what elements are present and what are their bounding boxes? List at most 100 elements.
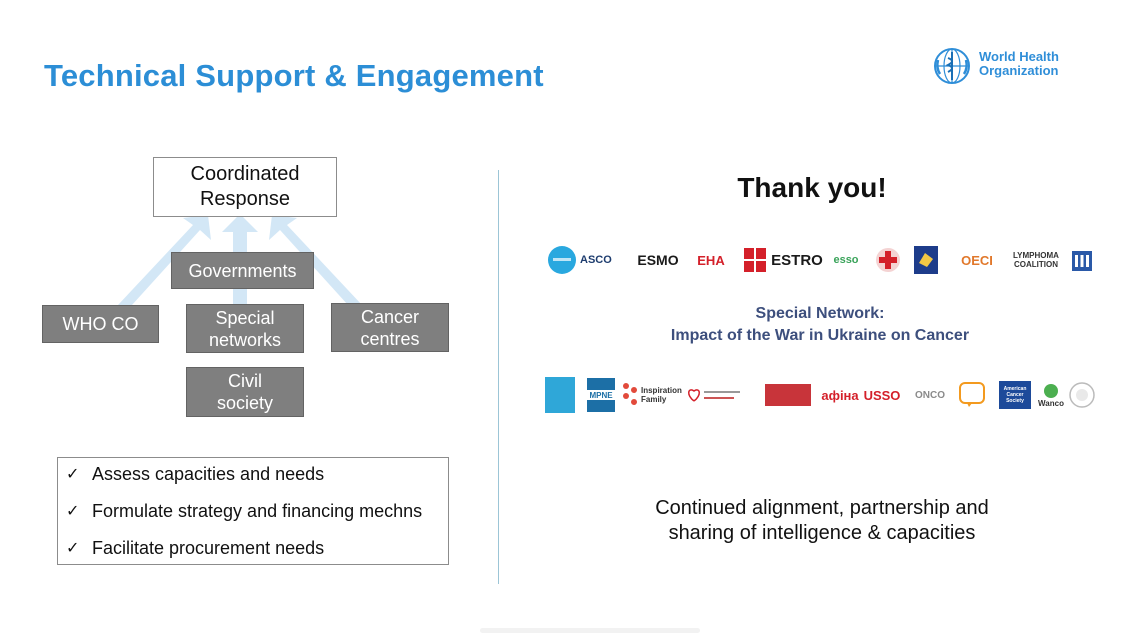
who-wordmark-line2: Organization xyxy=(979,63,1059,78)
continued-line1: Continued alignment, partnership and xyxy=(655,497,989,519)
red-banner-logo xyxy=(764,375,812,415)
thank-you-heading: Thank you! xyxy=(737,172,887,203)
oeci-logo-text: OECI xyxy=(961,252,993,268)
usso-logo-text: USSO xyxy=(863,387,901,403)
round-seal-icon xyxy=(1069,382,1095,408)
usso-logo: USSO xyxy=(863,375,901,415)
estro-logo-text: ESTRO xyxy=(771,251,823,269)
estro-logo: ESTRO xyxy=(771,240,823,280)
who-co-box: WHO CO xyxy=(42,305,159,343)
cancer-centres-line1: Cancer xyxy=(360,306,420,327)
acs-logo-line1: American xyxy=(1003,386,1027,392)
cross-emblem-icon xyxy=(876,248,900,272)
check-icon: ✓ xyxy=(66,466,80,483)
inspiration-logo-line1: Inspiration xyxy=(641,386,682,395)
wanco-logo-text: Wanco xyxy=(1038,398,1064,408)
slide-title: Technical Support & Engagement xyxy=(44,58,544,93)
teal-square-logo xyxy=(544,375,576,415)
partner-logos-row-1: ASCO ESMO EHA ESTRO esso OECI LYMPHOMA C… xyxy=(544,240,1098,280)
lymphoma-coalition-logo: LYMPHOMA COALITION xyxy=(1010,240,1062,280)
eha-logo-text: EHA xyxy=(697,252,725,268)
coordinated-response-box: Coordinated Response xyxy=(153,157,337,217)
dots-emblem-icon xyxy=(623,383,637,405)
continued-line2: sharing of intelligence & capacities xyxy=(668,522,976,544)
afina-logo: афіна xyxy=(821,375,859,415)
lymphoma-logo-line2: COALITION xyxy=(1014,260,1058,269)
mpne-logo-text: MPNE xyxy=(589,390,613,400)
mpne-logo: MPNE xyxy=(586,375,616,415)
oncology-ukraine-logo xyxy=(684,375,744,415)
civil-society-line1: Civil xyxy=(228,371,262,391)
who-wordmark-line1: World Health xyxy=(979,49,1059,64)
checklist-item-text: Assess capacities and needs xyxy=(92,463,325,484)
special-networks-box: Special networks xyxy=(186,304,304,353)
arrow-left xyxy=(118,215,211,305)
special-network-line2: Impact of the War in Ukraine on Cancer xyxy=(670,327,970,344)
onco-logo: ONCO xyxy=(906,375,954,415)
checklist-item-text: Facilitate procurement needs xyxy=(92,537,325,558)
mpne-emblem-icon xyxy=(587,378,615,412)
onco-logo-text: ONCO xyxy=(915,389,945,401)
oeci-logo: OECI xyxy=(956,240,998,280)
heart-emblem-icon xyxy=(688,389,740,402)
lymphoma-logo-line1: LYMPHOMA xyxy=(1013,251,1059,260)
who-co-label: WHO CO xyxy=(62,314,139,334)
acs-logo-line3: Society xyxy=(1006,398,1024,404)
red-emblem-icon xyxy=(744,248,766,272)
building-emblem-icon xyxy=(1072,251,1092,271)
cancer-support-logo xyxy=(546,240,578,280)
cross-emblem-logo xyxy=(874,240,902,280)
coordinated-response-line2: Response xyxy=(199,188,291,210)
asco-logo: ASCO xyxy=(580,240,630,280)
acs-logo-line2: Cancer xyxy=(1006,392,1024,398)
blue-circle-logo-icon xyxy=(548,246,576,274)
governments-label: Governments xyxy=(188,260,297,281)
checklist-item: ✓ Formulate strategy and financing mechn… xyxy=(66,500,422,522)
esso-logo: esso xyxy=(826,240,866,280)
special-networks-line2: networks xyxy=(208,329,282,350)
civil-society-line2: society xyxy=(216,393,274,413)
checklist-item-text: Formulate strategy and financing mechns xyxy=(92,500,423,521)
governments-box: Governments xyxy=(171,252,314,289)
special-networks-line1: Special xyxy=(215,307,275,328)
inspiration-logo-line2: Family xyxy=(641,395,667,404)
teal-square-icon xyxy=(545,377,575,413)
esmo-logo: ESMO xyxy=(636,240,680,280)
esso-logo-text: esso xyxy=(833,254,859,266)
check-icon: ✓ xyxy=(66,503,80,520)
esmo-logo-text: ESMO xyxy=(637,252,679,268)
afina-logo-text: афіна xyxy=(821,387,859,403)
asco-logo-text: ASCO xyxy=(580,254,612,266)
cancer-centres-line2: centres xyxy=(360,328,420,349)
acs-emblem-icon xyxy=(999,381,1031,409)
leaf-emblem-icon xyxy=(1044,383,1058,398)
round-seal-logo xyxy=(1068,375,1096,415)
eha-logo: EHA xyxy=(688,240,734,280)
continued-alignment-text: Continued alignment, partnership and sha… xyxy=(610,496,1034,546)
inspiration-family-logo: Inspiration Family xyxy=(622,375,682,415)
coordinated-response-line1: Coordinated xyxy=(190,163,300,185)
checklist-item: ✓ Assess capacities and needs xyxy=(66,463,324,485)
partner-logos-row-2: MPNE Inspiration Family афіна USSO ONCO … xyxy=(544,375,1098,415)
wanco-logo: Wanco xyxy=(1038,375,1064,415)
arrow-right xyxy=(269,215,362,305)
panel-divider xyxy=(498,170,499,584)
speech-bubble-icon xyxy=(959,382,985,407)
check-icon: ✓ xyxy=(66,540,80,557)
civil-society-box: Civil society xyxy=(186,367,304,417)
who-emblem-icon xyxy=(934,48,970,84)
red-banner-icon xyxy=(765,384,811,406)
urc-logo xyxy=(958,375,986,415)
map-emblem-logo xyxy=(912,240,940,280)
checklist-item: ✓ Facilitate procurement needs xyxy=(66,537,324,559)
checklist-box: ✓ Assess capacities and needs ✓ Formulat… xyxy=(57,457,449,565)
american-cancer-society-logo: American Cancer Society xyxy=(998,375,1032,415)
special-network-line1: Special Network: xyxy=(755,305,885,322)
special-network-title: Special Network: Impact of the War in Uk… xyxy=(640,303,1000,347)
who-wordmark: World Health Organization xyxy=(979,50,1059,78)
blue-building-logo xyxy=(1068,240,1096,280)
red-emblem-logo xyxy=(740,240,770,280)
bottom-shadow xyxy=(480,628,700,633)
cancer-centres-box: Cancer centres xyxy=(331,303,449,352)
who-logo: World Health Organization xyxy=(930,44,1070,88)
